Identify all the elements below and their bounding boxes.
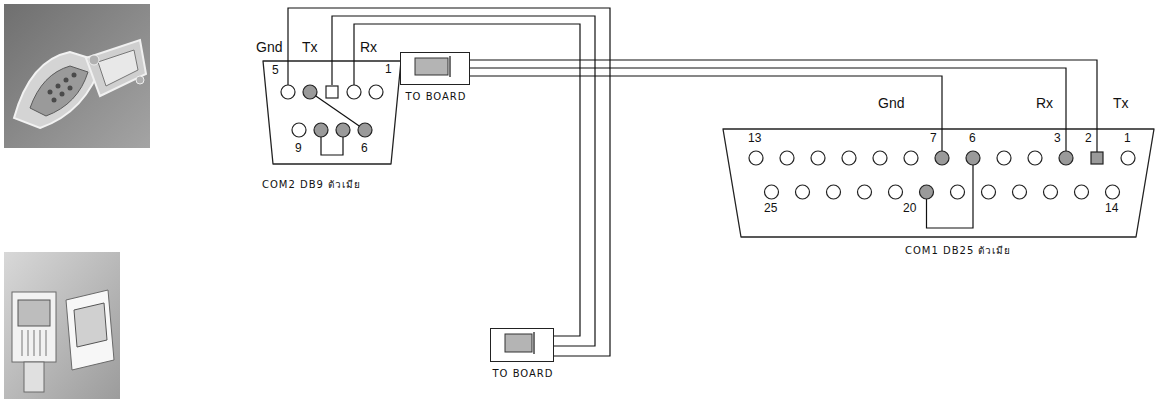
pin-number: 25 [764,202,777,215]
connector-caption: COM1 DB25 ตัวเมีย [905,245,1012,257]
pin-number: 2 [1085,132,1092,145]
connector-caption: TO BOARD [492,368,553,380]
pin-number: 6 [969,132,976,145]
plug-body [401,53,469,84]
rj-plug: TO BOARD [490,328,554,362]
signal-wire [470,60,1097,128]
signal-wire [470,68,1066,128]
pin-number: 7 [930,132,937,145]
pin-number: 3 [1054,132,1061,145]
pin-number: 9 [295,142,302,155]
connector-caption: TO BOARD [405,91,466,103]
pin-number: 13 [748,132,761,145]
signal-name: Tx [1113,96,1129,111]
signal-name: Gnd [256,40,282,55]
signal-name: Tx [302,40,318,55]
pin-number: 5 [272,64,279,77]
pin-number: 14 [1105,202,1118,215]
pin-number: 6 [361,142,368,155]
plug-body [491,329,553,361]
signal-wire [470,76,942,128]
signal-name: Rx [1036,96,1053,111]
signal-wire [354,24,580,336]
pin-number: 20 [903,202,916,215]
signal-name: Rx [360,40,377,55]
rj-plug: TO BOARD [400,52,470,85]
connector-shell [262,60,402,165]
connector-caption: COM2 DB9 ตัวเมีย [262,179,361,191]
db9-connector: COM2 DB9 ตัวเมีย [262,60,402,165]
pin-number: 1 [385,63,392,76]
pin-number: 1 [1124,132,1131,145]
signal-name: Gnd [878,96,904,111]
